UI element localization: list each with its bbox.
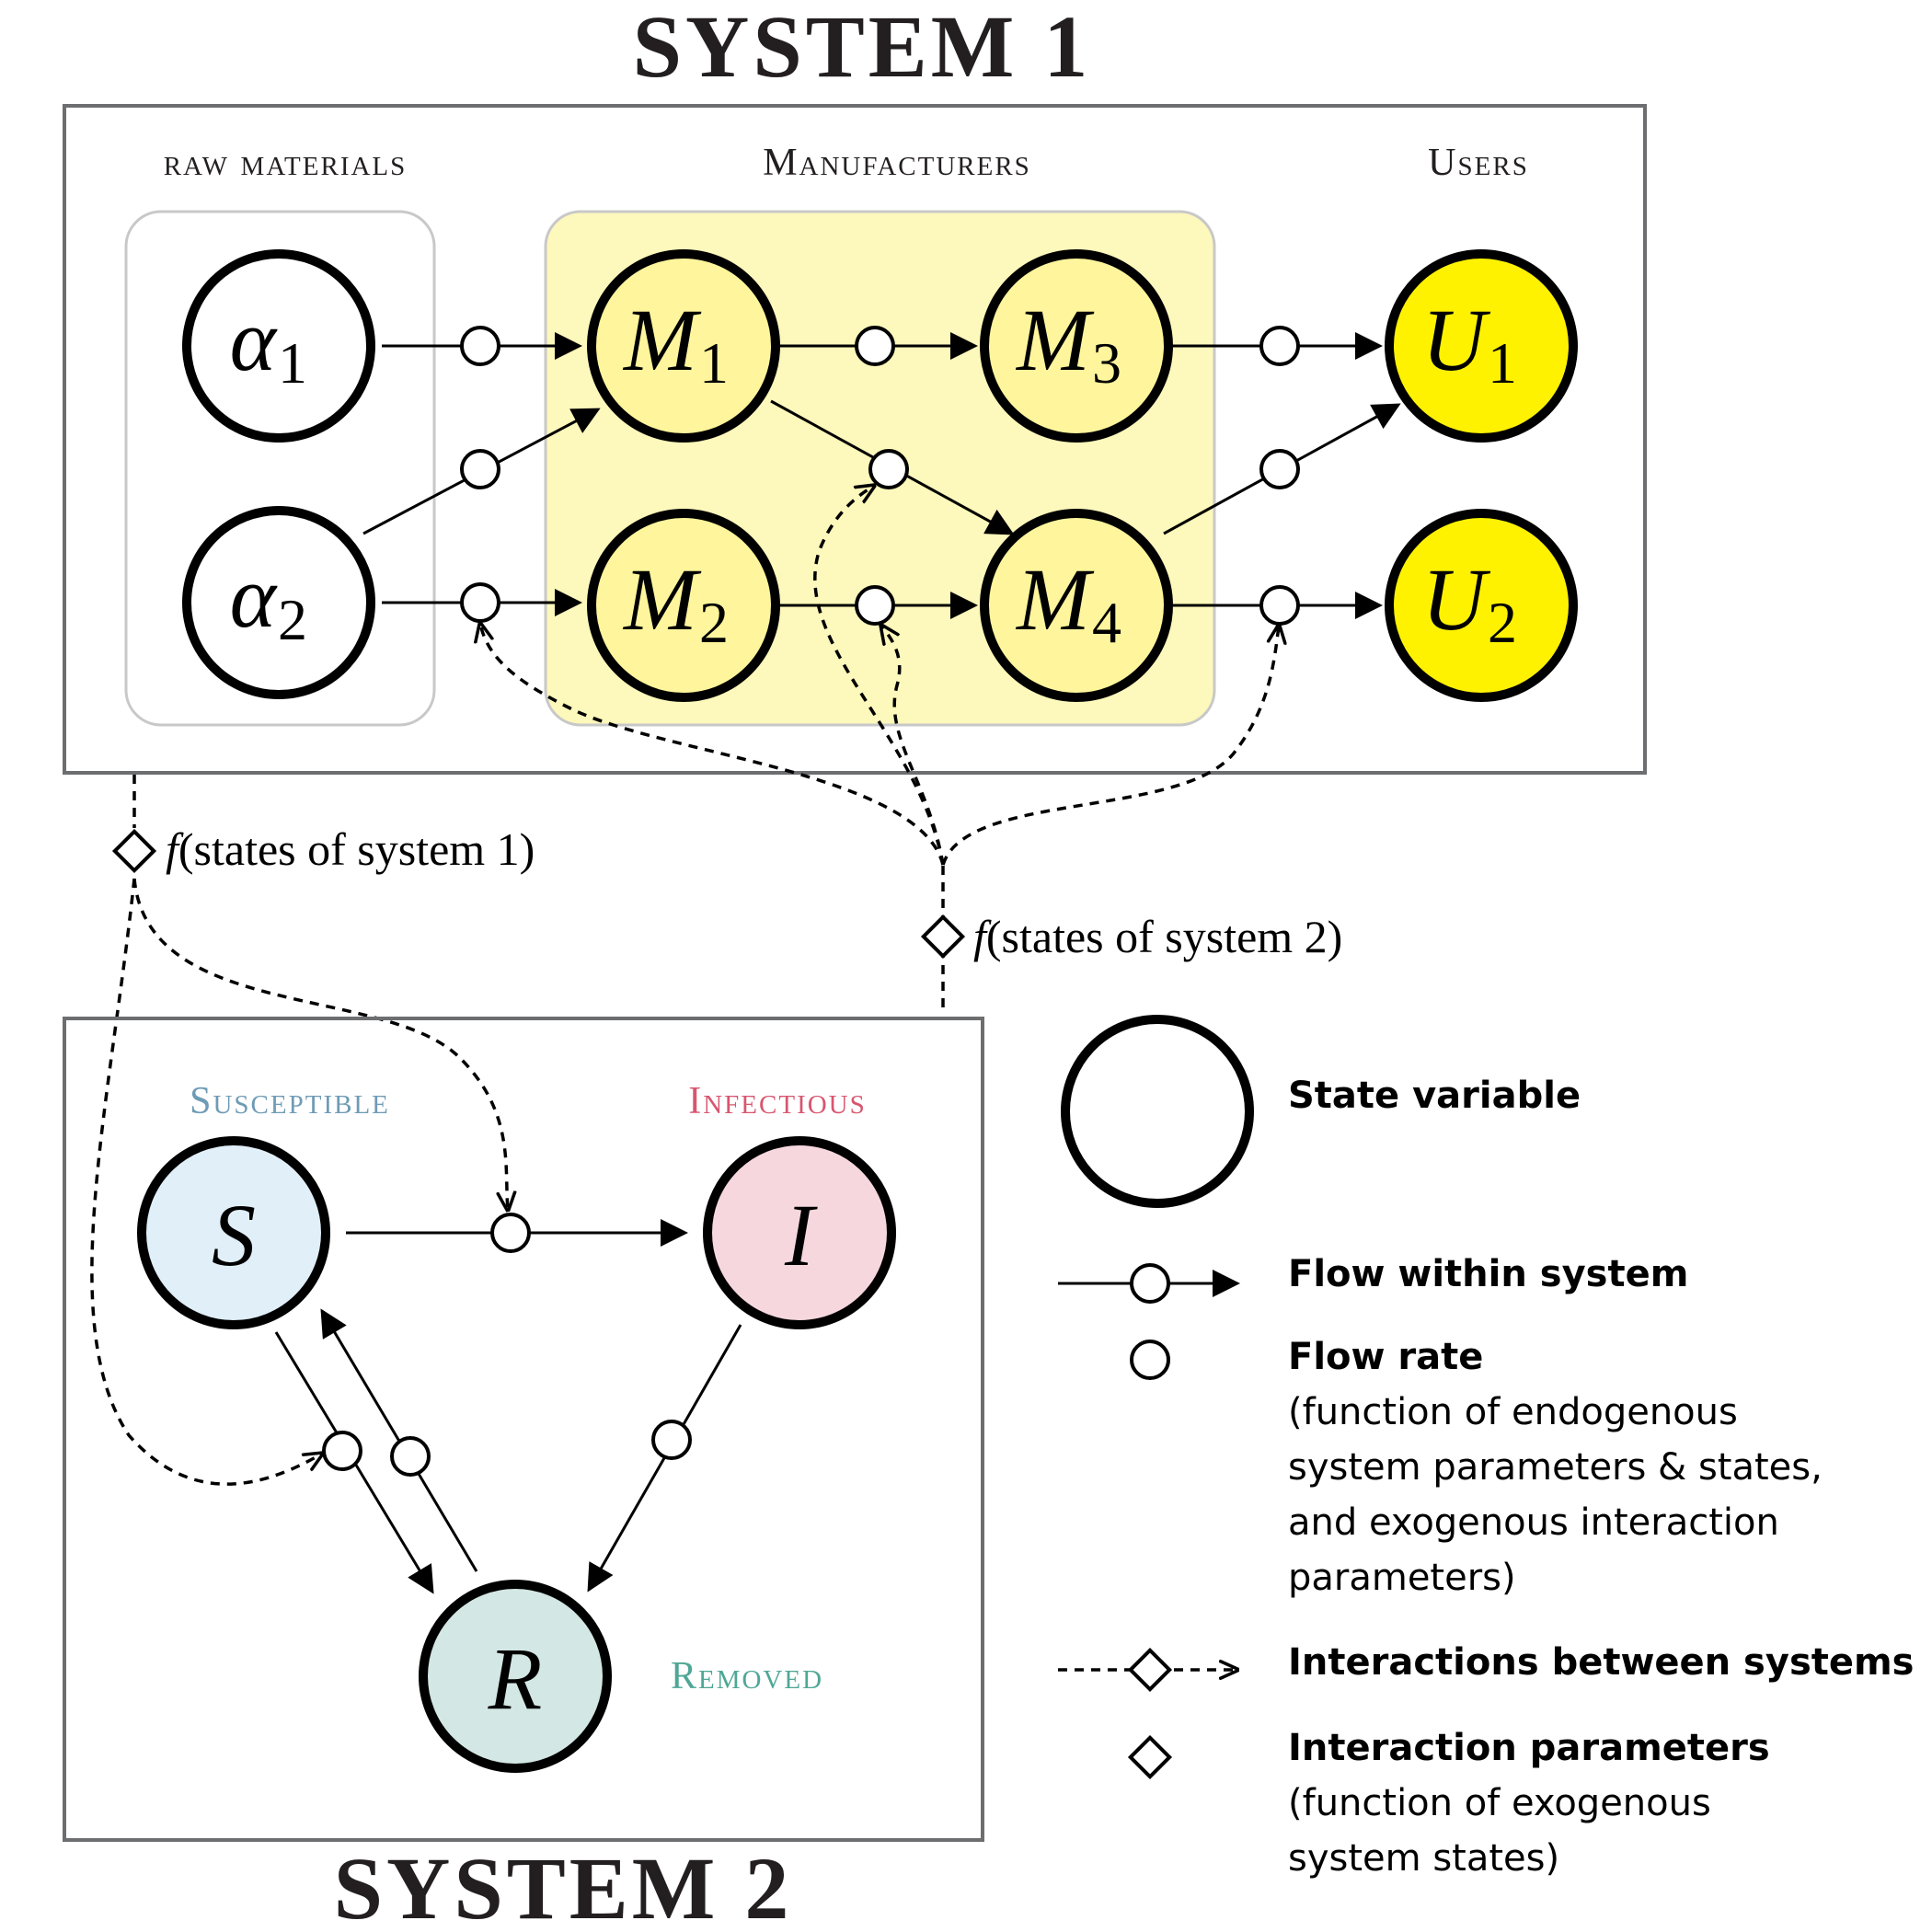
interaction-to-m1-m4-rate bbox=[813, 486, 945, 866]
legend-state-variable-symbol bbox=[1061, 1015, 1254, 1208]
legend-flow-rate-title: Flow rate bbox=[1288, 1336, 1483, 1378]
svg-text:1: 1 bbox=[1488, 330, 1517, 396]
svg-text:M: M bbox=[1015, 550, 1095, 649]
node-i: I bbox=[703, 1136, 896, 1329]
legend-state-variable-label: State variable bbox=[1288, 1075, 1581, 1117]
legend-interactions-between-label: Interactions between systems bbox=[1288, 1641, 1915, 1684]
interaction-to-m2-m4-rate bbox=[881, 626, 945, 866]
legend: State variable Flow within system Flow r… bbox=[1058, 1015, 1915, 1880]
svg-text:U: U bbox=[1422, 291, 1491, 389]
system2-title: SYSTEM 2 bbox=[334, 1839, 793, 1932]
node-m4: M 4 bbox=[980, 509, 1173, 702]
flow-rate-m4-u2 bbox=[1259, 585, 1300, 626]
flow-rate-i-r bbox=[651, 1420, 692, 1460]
removed-label: Removed bbox=[671, 1655, 823, 1697]
legend-flow-rate-line-3: and exogenous interaction bbox=[1288, 1501, 1779, 1544]
fn-states-system2: f(states of system 2) bbox=[973, 911, 1342, 962]
manufacturers-label: Manufacturers bbox=[763, 142, 1031, 184]
raw-materials-label: raw materials bbox=[164, 142, 408, 184]
node-r: R bbox=[419, 1580, 612, 1773]
svg-text:S: S bbox=[212, 1186, 256, 1284]
svg-text:M: M bbox=[622, 550, 702, 649]
legend-flow-rate-symbol bbox=[1130, 1340, 1170, 1380]
legend-interaction-params-line-1: (function of exogenous bbox=[1288, 1782, 1711, 1824]
interaction-to-a2-m2-rate bbox=[480, 624, 945, 866]
node-m2: M 2 bbox=[587, 509, 780, 702]
legend-flow-rate-line-1: (function of endogenous bbox=[1288, 1391, 1738, 1433]
svg-text:α: α bbox=[230, 291, 278, 389]
svg-text:1: 1 bbox=[278, 330, 307, 396]
svg-text:U: U bbox=[1422, 550, 1491, 649]
flow-rate-m1-m3 bbox=[855, 326, 895, 366]
svg-text:M: M bbox=[1015, 291, 1095, 389]
system1-title: SYSTEM 1 bbox=[633, 0, 1092, 96]
svg-text:α: α bbox=[230, 547, 278, 646]
flow-rate-r-s bbox=[390, 1436, 431, 1477]
interaction-to-s-i-rate bbox=[132, 878, 508, 1210]
susceptible-label: Susceptible bbox=[190, 1080, 390, 1122]
interaction-to-s-r-rate bbox=[90, 878, 322, 1486]
legend-flow-rate-on-line bbox=[1130, 1263, 1170, 1304]
system2-box bbox=[63, 1017, 984, 1842]
system1-box bbox=[63, 104, 1647, 775]
node-u1: U 1 bbox=[1385, 249, 1578, 443]
flow-rate-a1-m1 bbox=[460, 326, 500, 366]
flow-rate-m1-m4 bbox=[868, 449, 909, 489]
node-s: S bbox=[137, 1136, 330, 1329]
svg-text:M: M bbox=[622, 291, 702, 389]
svg-text:R: R bbox=[488, 1629, 543, 1728]
legend-flow-rate-line-2: system parameters & states, bbox=[1288, 1446, 1823, 1489]
flow-rate-a2-m1 bbox=[460, 449, 500, 489]
interaction-param-system2 bbox=[920, 914, 966, 960]
node-alpha-2: α 2 bbox=[182, 506, 375, 699]
legend-interaction-params-line-2: system states) bbox=[1288, 1837, 1559, 1880]
flow-rate-s-i bbox=[490, 1213, 531, 1253]
node-m3: M 3 bbox=[980, 249, 1173, 443]
svg-text:4: 4 bbox=[1092, 590, 1121, 655]
svg-text:2: 2 bbox=[699, 590, 729, 655]
fn-states-system1: f(states of system 1) bbox=[166, 823, 535, 875]
legend-flow-within-label: Flow within system bbox=[1288, 1253, 1688, 1295]
flow-rate-m2-m4 bbox=[855, 585, 895, 626]
flow-rate-s-r bbox=[322, 1431, 362, 1471]
svg-text:2: 2 bbox=[1488, 590, 1517, 655]
svg-text:2: 2 bbox=[278, 587, 307, 652]
legend-interaction-params-title: Interaction parameters bbox=[1288, 1727, 1770, 1769]
interaction-param-system1 bbox=[111, 828, 157, 874]
svg-text:3: 3 bbox=[1092, 330, 1121, 396]
svg-text:1: 1 bbox=[699, 330, 729, 396]
legend-flow-rate-line-4: parameters) bbox=[1288, 1557, 1516, 1599]
infectious-label: Infectious bbox=[688, 1080, 867, 1122]
legend-interaction-param-symbol bbox=[1127, 1734, 1173, 1780]
flow-rate-m4-u1 bbox=[1259, 449, 1300, 489]
node-alpha-1: α 1 bbox=[182, 249, 375, 443]
svg-text:I: I bbox=[784, 1186, 818, 1284]
node-u2: U 2 bbox=[1385, 509, 1578, 702]
node-m1: M 1 bbox=[587, 249, 780, 443]
legend-interaction-diamond-on-line bbox=[1127, 1647, 1173, 1693]
flow-rate-a2-m2 bbox=[460, 582, 500, 623]
flow-rate-m3-u1 bbox=[1259, 326, 1300, 366]
users-label: Users bbox=[1428, 142, 1529, 184]
